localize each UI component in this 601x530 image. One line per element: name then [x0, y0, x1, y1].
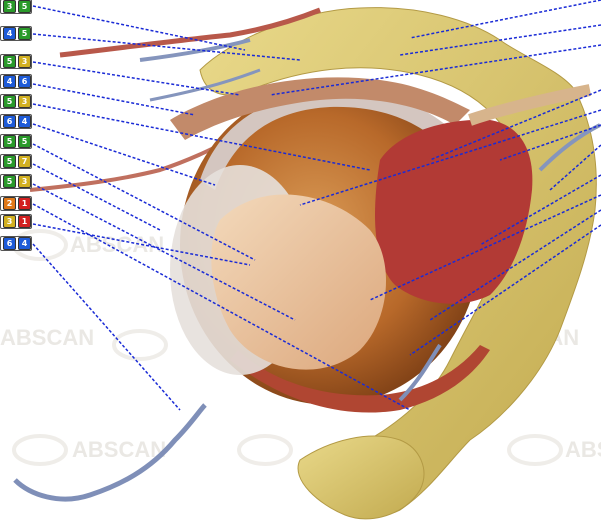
label-badge: 3 [18, 175, 31, 188]
label-badge: 5 [3, 155, 16, 168]
label-badge: 2 [3, 197, 16, 210]
watermark-text: ABSCAN [72, 437, 166, 462]
label-badge: 6 [3, 115, 16, 128]
label-badge: 5 [3, 135, 16, 148]
label-badge: 5 [3, 175, 16, 188]
label-badge: 4 [3, 75, 16, 88]
label-badge: 5 [18, 0, 31, 13]
label-badge: 1 [18, 215, 31, 228]
orbital-bone-lower [298, 436, 424, 519]
label-badge: 5 [3, 55, 16, 68]
label-badge: 3 [18, 55, 31, 68]
label-badge: 4 [18, 115, 31, 128]
label-badge: 5 [3, 95, 16, 108]
watermark-text: ABSCAN [0, 325, 94, 350]
label-badge: 5 [18, 135, 31, 148]
label-badge: 1 [18, 197, 31, 210]
label-badge: 4 [18, 237, 31, 250]
label-badge: 6 [18, 75, 31, 88]
label-badge: 3 [18, 95, 31, 108]
watermark-text: ABSCAN [565, 437, 601, 462]
label-badge: 3 [3, 215, 16, 228]
label-badge: 3 [3, 0, 16, 13]
label-badge: 5 [18, 27, 31, 40]
label-badge: 4 [3, 27, 16, 40]
label-badge: 7 [18, 155, 31, 168]
label-badge: 6 [3, 237, 16, 250]
